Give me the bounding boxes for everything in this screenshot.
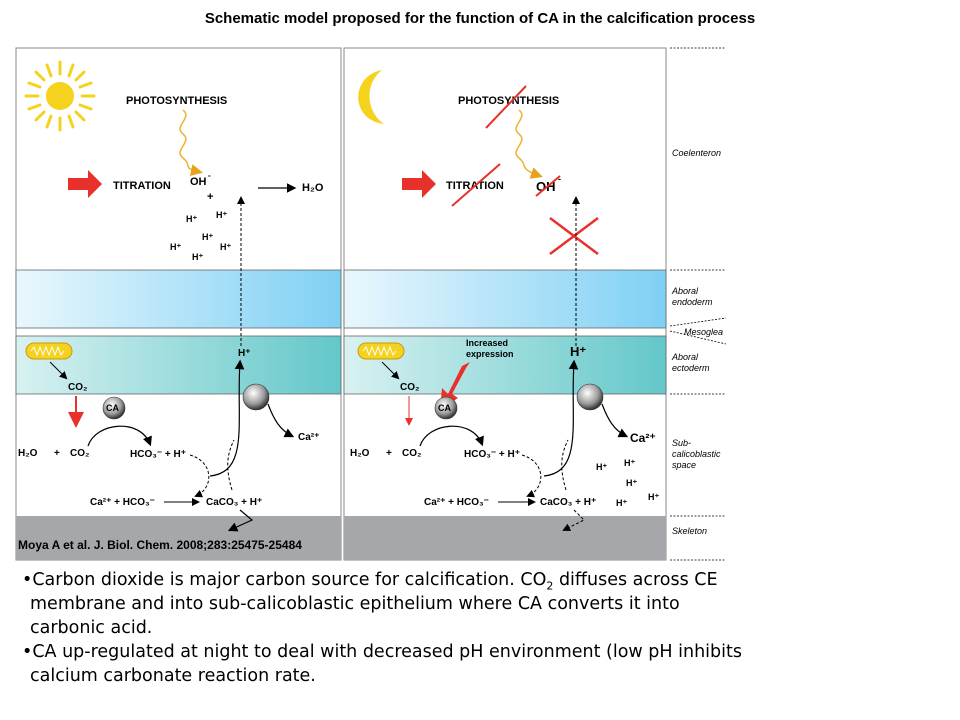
day-photosynthesis-label: PHOTOSYNTHESIS bbox=[126, 95, 227, 107]
night-oh-strike bbox=[535, 175, 561, 197]
bullet-item-night: CA up-regulated at night to deal with de… bbox=[22, 640, 742, 688]
day-calcium-label: Ca²⁺ bbox=[298, 432, 319, 443]
day-proton-cluster: H⁺ H⁺ H⁺ H⁺ H⁺ H⁺ bbox=[170, 210, 231, 262]
night-hco3-product: HCO₃⁻ + H⁺ bbox=[464, 449, 520, 460]
night-photosynthesis-strike bbox=[485, 85, 527, 129]
layer-aboral-endoderm-1: Aboral bbox=[671, 286, 699, 296]
layer-subcalicoblastic-1: Sub- bbox=[672, 438, 691, 448]
layer-aboral-ectoderm-1: Aboral bbox=[671, 352, 699, 362]
night-co2-reactant: CO₂ bbox=[402, 448, 421, 459]
night-proton-label: H⁺ bbox=[570, 344, 586, 359]
svg-text:CA: CA bbox=[106, 403, 119, 413]
svg-text:H⁺: H⁺ bbox=[626, 478, 637, 488]
svg-text:H⁺: H⁺ bbox=[202, 232, 213, 242]
night-h2o-reactant: H₂O bbox=[350, 448, 370, 459]
night-plus-reactant: + bbox=[386, 448, 392, 459]
night-proton-pump-icon bbox=[576, 383, 604, 411]
layer-legend: Coelenteron Aboral endoderm Mesoglea Abo… bbox=[669, 47, 727, 561]
night-titration-strike bbox=[451, 163, 501, 207]
night-wavy-arrow bbox=[515, 109, 543, 179]
day-h2o-reactant: H₂O bbox=[18, 448, 38, 459]
night-ca-reaction-arrow bbox=[419, 425, 484, 447]
day-skeleton-band bbox=[16, 516, 341, 560]
sun-icon bbox=[24, 60, 96, 132]
day-ca-reaction-arrow bbox=[87, 425, 152, 447]
layer-subcalicoblastic-3: space bbox=[672, 460, 696, 470]
svg-text:H⁺: H⁺ bbox=[616, 498, 627, 508]
day-caco3-product: CaCO₃ + H⁺ bbox=[206, 497, 262, 508]
night-ca-enzyme-icon: CA bbox=[434, 396, 458, 420]
night-mitochondrion-icon bbox=[357, 342, 405, 360]
layer-mesoglea: Mesoglea bbox=[684, 327, 723, 337]
day-endoderm-band bbox=[15, 269, 342, 329]
night-co2-label: CO₂ bbox=[400, 382, 419, 393]
day-hco3-product: HCO₃⁻ + H⁺ bbox=[130, 449, 186, 460]
day-h2o-product: H₂O bbox=[302, 182, 324, 194]
day-oh-label: OH bbox=[190, 176, 207, 188]
day-titration-arrow-icon bbox=[68, 170, 102, 198]
day-calcium-import-arrow bbox=[267, 403, 295, 438]
night-caco3-product: CaCO₃ + H⁺ bbox=[540, 497, 596, 508]
night-calcium-label: Ca²⁺ bbox=[630, 431, 656, 445]
layer-aboral-ectoderm-2: ectoderm bbox=[672, 363, 710, 373]
svg-text:H⁺: H⁺ bbox=[192, 252, 203, 262]
day-proton-export-arrow bbox=[209, 359, 245, 477]
day-ectoderm-band bbox=[15, 335, 342, 395]
night-proton-export-arrow bbox=[543, 359, 579, 477]
day-mitochondrion-icon bbox=[25, 342, 73, 360]
bullet-item-co2: Carbon dioxide is major carbon source fo… bbox=[22, 568, 742, 640]
night-expression-label: expression bbox=[466, 349, 514, 359]
svg-text:H⁺: H⁺ bbox=[648, 492, 659, 502]
night-endoderm-band bbox=[343, 269, 667, 329]
moon-icon bbox=[358, 70, 384, 124]
day-plus-sign: + bbox=[207, 191, 213, 203]
night-skeleton-band bbox=[344, 516, 666, 560]
day-proton-pump-icon bbox=[242, 383, 270, 411]
day-panel: PHOTOSYNTHESIS TITRATION OH - + H₂O H⁺ H… bbox=[15, 47, 342, 561]
day-co2-reactant: CO₂ bbox=[70, 448, 89, 459]
night-calcium-import-arrow bbox=[601, 403, 629, 438]
night-oh-superscript: - bbox=[558, 174, 561, 184]
citation: Moya A et al. J. Biol. Chem. 2008;283:25… bbox=[18, 538, 302, 552]
layer-skeleton: Skeleton bbox=[672, 526, 707, 536]
day-ca-enzyme-icon: CA bbox=[102, 396, 126, 420]
svg-text:H⁺: H⁺ bbox=[186, 214, 197, 224]
svg-text:H⁺: H⁺ bbox=[596, 462, 607, 472]
day-oh-superscript: - bbox=[208, 171, 211, 180]
svg-text:H⁺: H⁺ bbox=[624, 458, 635, 468]
layer-subcalicoblastic-2: calicoblastic bbox=[672, 449, 721, 459]
layer-aboral-endoderm-2: endoderm bbox=[672, 297, 713, 307]
night-panel: PHOTOSYNTHESIS TITRATION OH - CO₂ Increa… bbox=[343, 47, 667, 561]
night-calcium-bicarbonate: Ca²⁺ + HCO₃⁻ bbox=[424, 497, 489, 508]
svg-text:CA: CA bbox=[438, 403, 451, 413]
day-titration-label: TITRATION bbox=[113, 180, 171, 192]
blocked-x-icon bbox=[549, 217, 599, 255]
svg-text:H⁺: H⁺ bbox=[170, 242, 181, 252]
night-titration-arrow-icon bbox=[402, 170, 436, 198]
svg-text:H⁺: H⁺ bbox=[220, 242, 231, 252]
day-co2-label: CO₂ bbox=[68, 382, 87, 393]
day-proton-label: H⁺ bbox=[238, 348, 251, 359]
layer-coelenteron: Coelenteron bbox=[672, 148, 721, 158]
svg-text:H⁺: H⁺ bbox=[216, 210, 227, 220]
day-deposition-arrow bbox=[227, 509, 254, 532]
night-increased-label: Increased bbox=[466, 338, 508, 348]
day-wavy-arrow bbox=[179, 109, 203, 177]
day-plus-reactant: + bbox=[54, 448, 60, 459]
figure-title: Schematic model proposed for the functio… bbox=[204, 10, 756, 27]
bullet-list: Carbon dioxide is major carbon source fo… bbox=[22, 568, 742, 688]
night-proton-cluster: H⁺ H⁺ H⁺ H⁺ H⁺ bbox=[596, 458, 659, 508]
night-photosynthesis-label: PHOTOSYNTHESIS bbox=[458, 95, 559, 107]
day-calcium-bicarbonate: Ca²⁺ + HCO₃⁻ bbox=[90, 497, 155, 508]
